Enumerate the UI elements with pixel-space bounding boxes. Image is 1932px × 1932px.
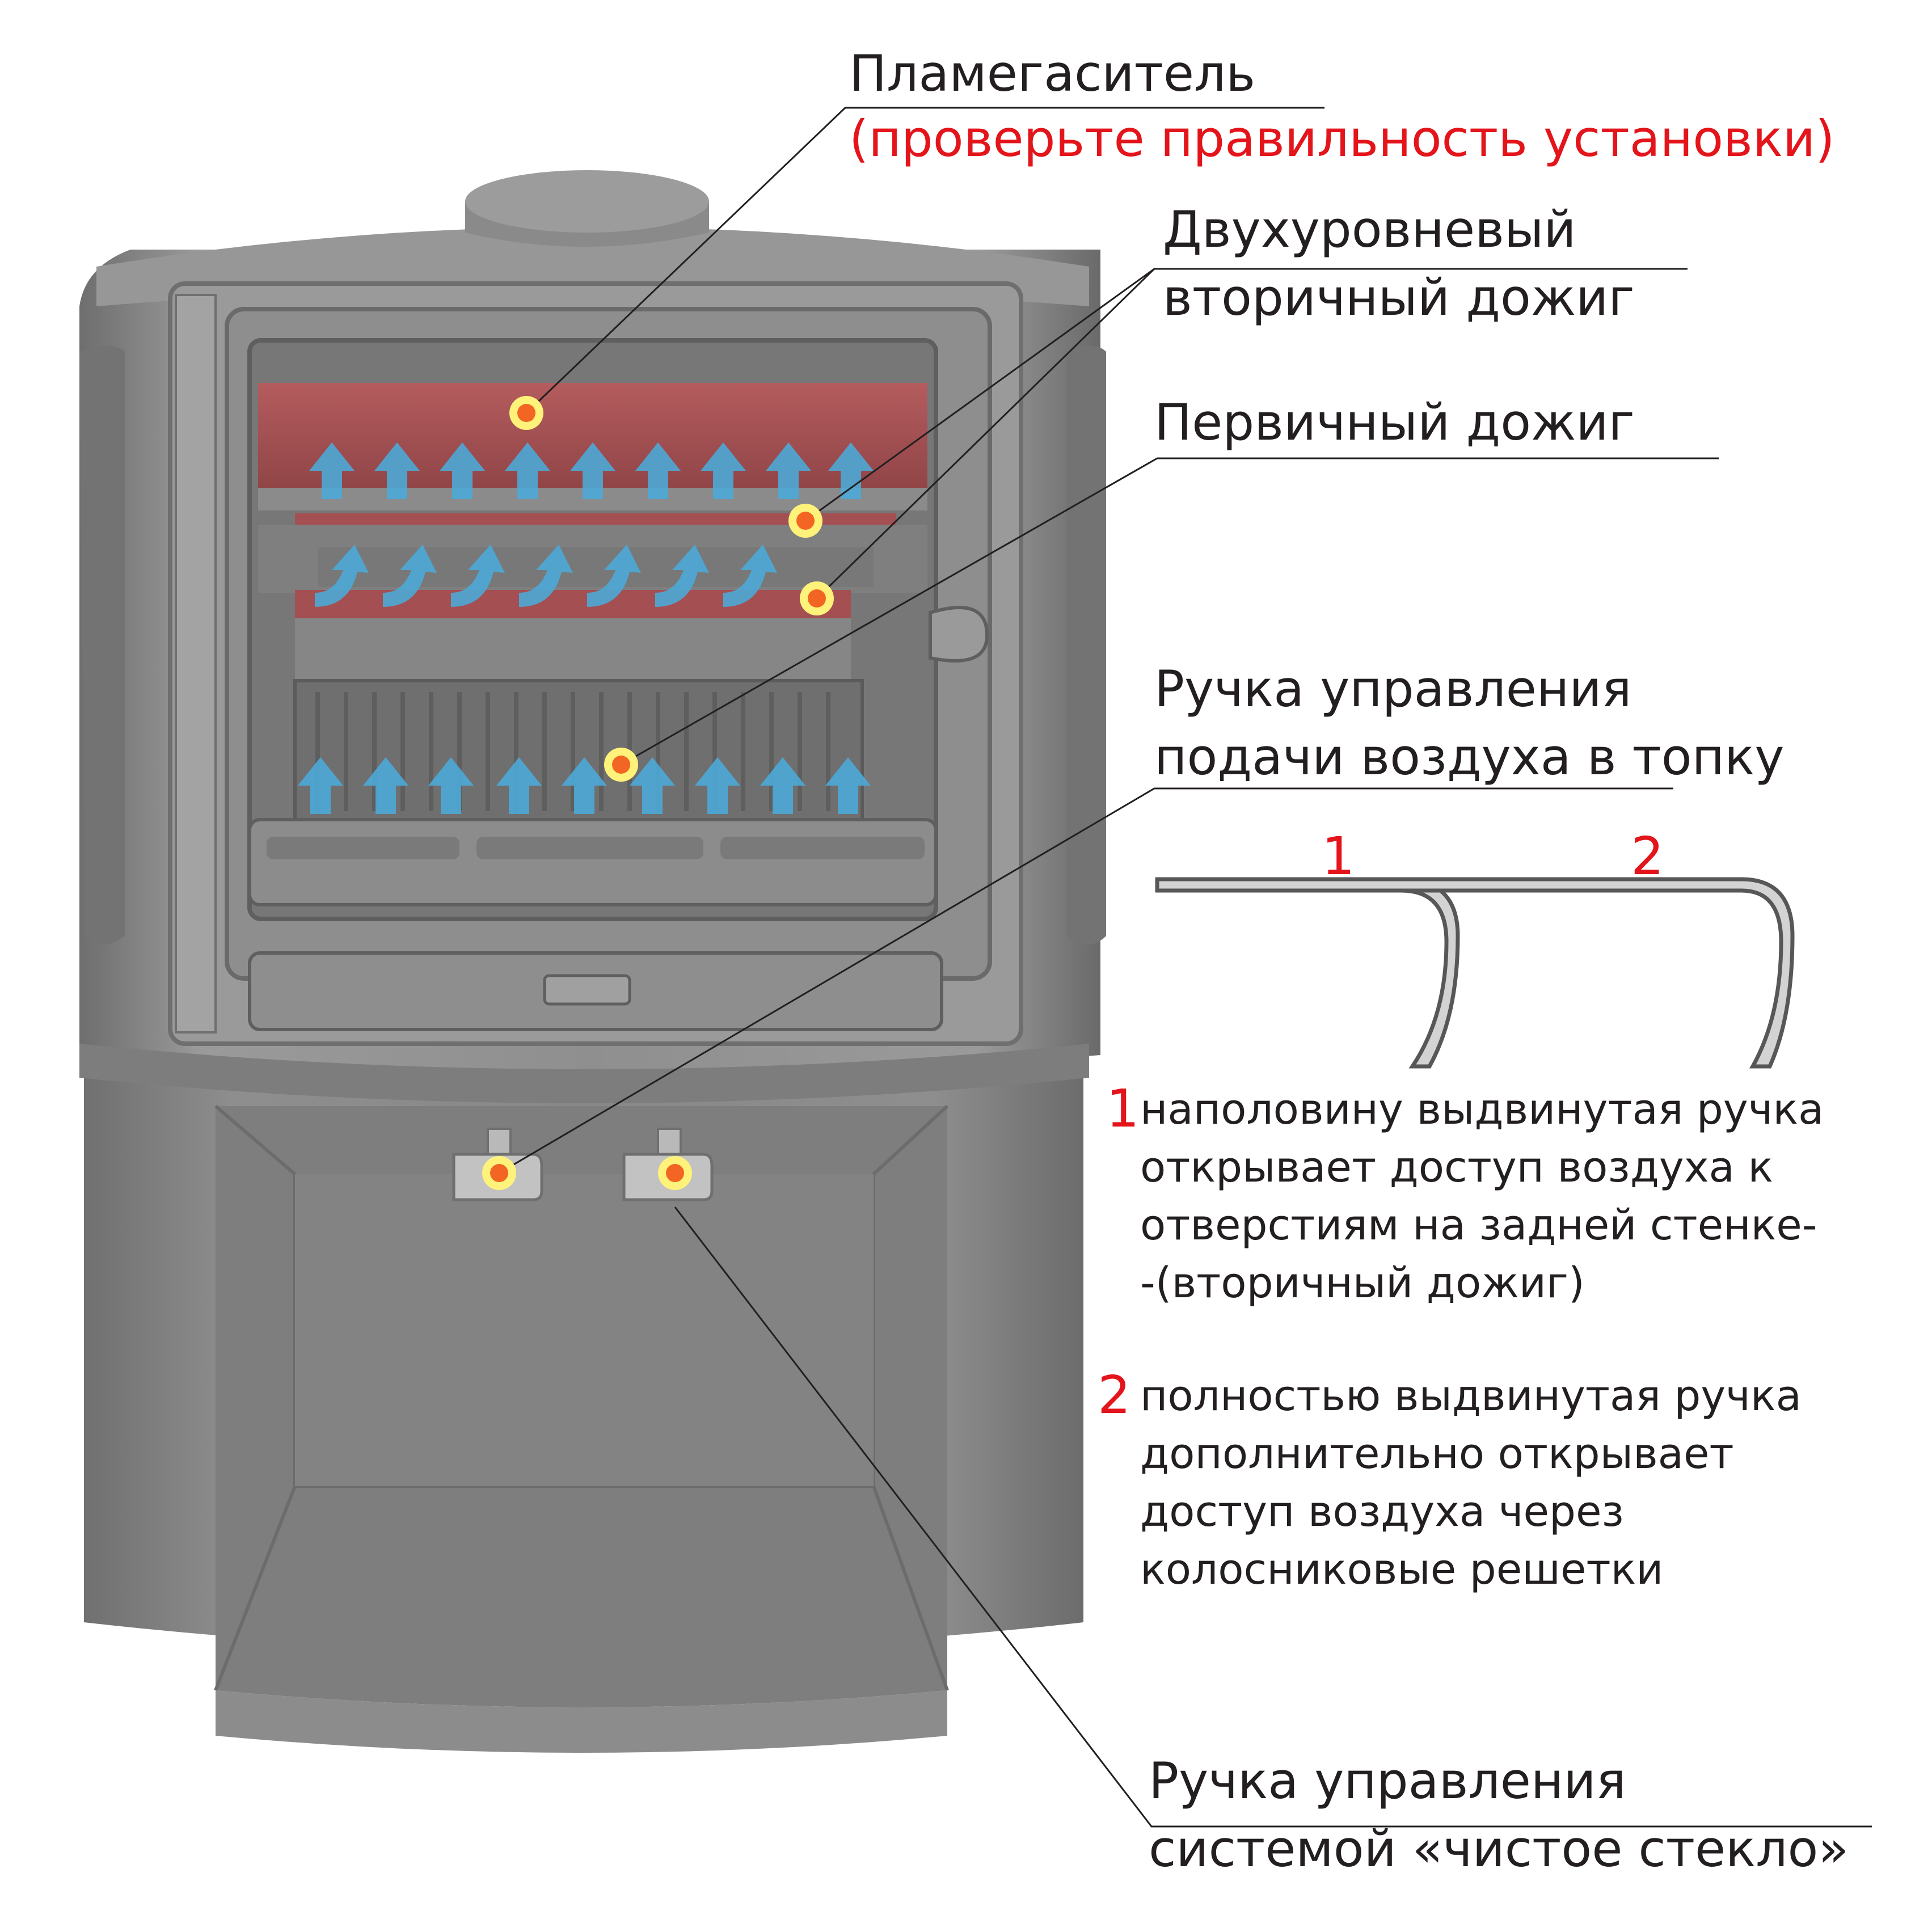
handle-position-1: 1 bbox=[1322, 826, 1355, 887]
note-1-line3: отверстиям на задней стенке- bbox=[1140, 1201, 1817, 1250]
marker-primary bbox=[604, 748, 638, 782]
marker-secondary-lower bbox=[800, 581, 834, 615]
handle-position-diagram bbox=[1155, 877, 1795, 1069]
callout-markers bbox=[482, 396, 834, 1190]
note-2-number: 2 bbox=[1098, 1365, 1131, 1425]
airflow-arrows-top bbox=[309, 442, 874, 499]
air-handle-label-line2: подачи воздуха в топку bbox=[1154, 728, 1785, 786]
flame-arrester-label: Пламегаситель bbox=[849, 44, 1256, 103]
two-level-label-line1: Двухуровневый bbox=[1163, 200, 1576, 259]
marker-air-handle bbox=[482, 1156, 516, 1190]
callout-lines bbox=[499, 107, 1872, 1828]
two-level-label-line2: вторичный дожиг bbox=[1163, 268, 1635, 327]
air-handle-label-line1: Ручка управления bbox=[1154, 660, 1632, 718]
flame-arrester-note: (проверьте правильность установки) bbox=[849, 109, 1835, 168]
primary-burn-label: Первичный дожиг bbox=[1154, 393, 1635, 452]
clean-glass-label-line1: Ручка управления bbox=[1149, 1752, 1626, 1810]
marker-secondary-upper bbox=[788, 504, 822, 538]
note-1-line4: -(вторичный дожиг) bbox=[1140, 1259, 1585, 1307]
note-2-line2: дополнительно открывает bbox=[1140, 1429, 1734, 1478]
note-1-line2: открывает доступ воздуха к bbox=[1140, 1143, 1774, 1192]
note-2-line4: колосниковые решетки bbox=[1140, 1545, 1664, 1594]
clean-glass-label-line2: системой «чистое стекло» bbox=[1149, 1820, 1849, 1878]
airflow-arrows-primary bbox=[298, 757, 871, 814]
handle-position-2: 2 bbox=[1631, 826, 1664, 887]
note-2-line1: полностью выдвинутая ручка bbox=[1140, 1372, 1802, 1420]
note-1-line1: наполовину выдвинутая ручка bbox=[1140, 1085, 1824, 1134]
marker-flame-arrester bbox=[509, 396, 543, 430]
note-2-line3: доступ воздуха через bbox=[1140, 1487, 1624, 1536]
note-1-number: 1 bbox=[1106, 1078, 1140, 1139]
marker-clean-glass bbox=[658, 1156, 692, 1190]
secondary-air-bar-lower bbox=[295, 590, 851, 618]
